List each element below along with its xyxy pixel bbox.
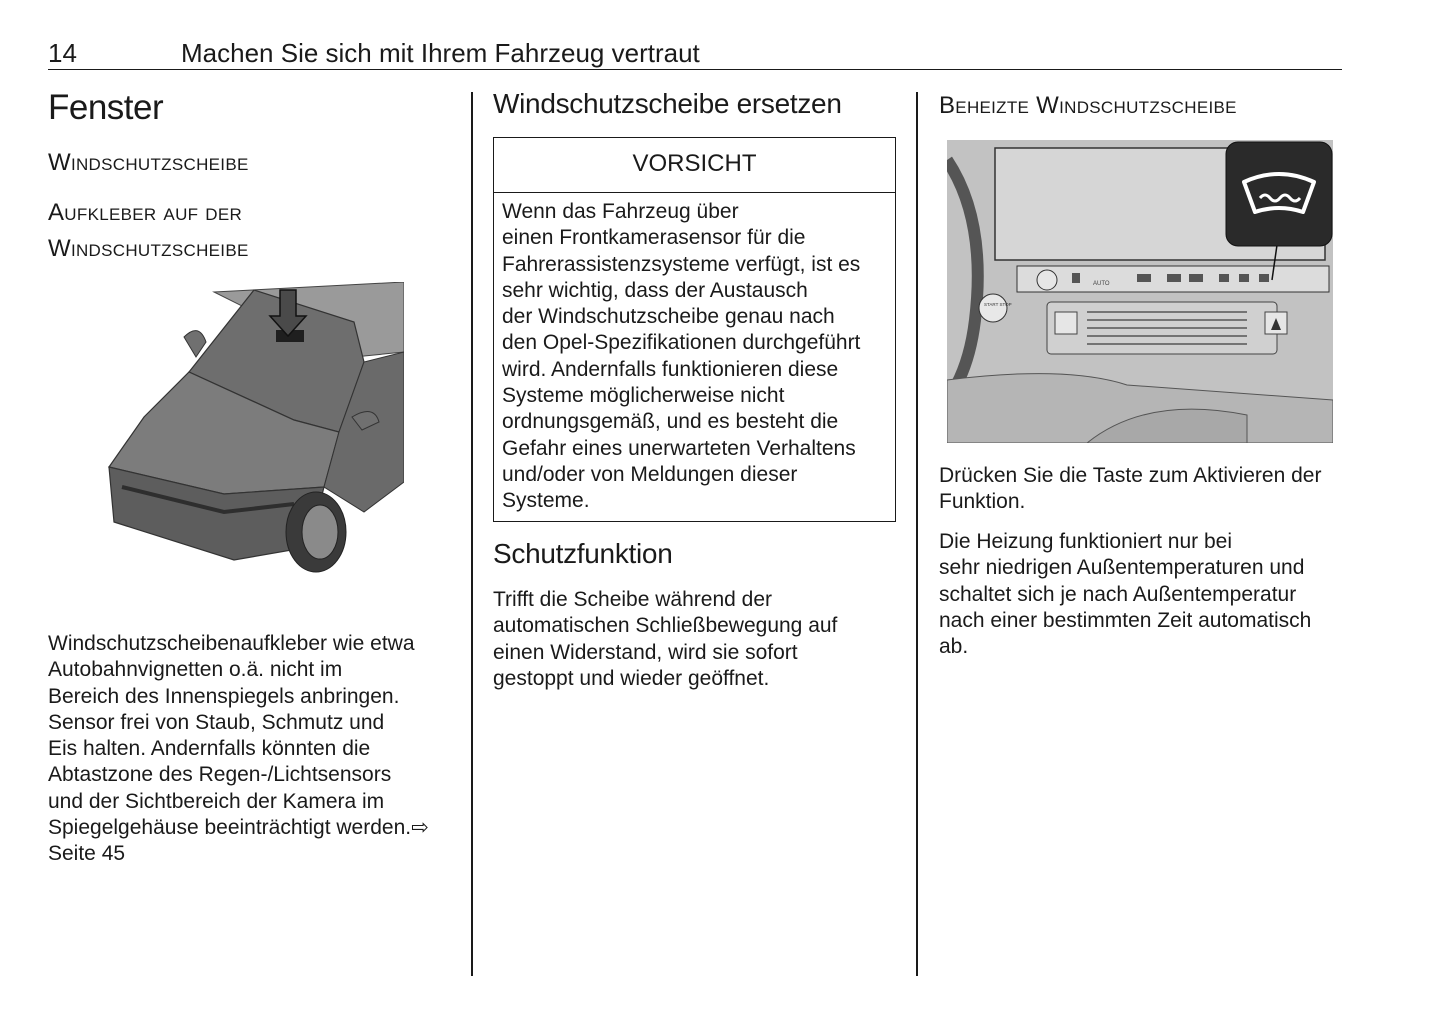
start-stop-label: START STOP — [984, 302, 1012, 307]
heading-beheizte-windschutzscheibe: Beheizte Windschutzscheibe — [939, 92, 1237, 119]
caution-box: VORSICHT Wenn das Fahrzeug über einen Fr… — [493, 137, 896, 522]
paragraph-heizung: Die Heizung funktioniert nur bei sehr ni… — [939, 530, 1312, 659]
caution-text: Wenn das Fahrzeug über einen Frontkamera… — [502, 200, 861, 513]
caution-label: VORSICHT — [494, 138, 895, 193]
heading-aufkleber-line1: Aufkleber auf der — [48, 199, 243, 226]
heading-aufkleber-line2: Windschutzscheibe — [48, 235, 249, 262]
paragraph-schutzfunktion: Trifft die Scheibe während der automatis… — [493, 588, 838, 690]
page-number: 14 — [48, 38, 77, 68]
heated-windshield-icon — [1242, 172, 1316, 214]
paragraph-aktivieren: Drücken Sie die Taste zum Aktivieren der… — [939, 464, 1322, 514]
heading-windschutzscheibe-ersetzen: Windschutzscheibe ersetzen — [493, 88, 842, 119]
page-header: 14 Machen Sie sich mit Ihrem Fahrzeug ve… — [48, 38, 1342, 70]
auto-label: AUTO — [1093, 281, 1110, 287]
paragraph-aufkleber: Windschutzscheibenaufkleber wie etwa Aut… — [48, 632, 429, 866]
column-divider — [916, 92, 918, 976]
column-divider — [471, 92, 473, 976]
chapter-title: Machen Sie sich mit Ihrem Fahrzeug vertr… — [181, 38, 700, 68]
car-windshield-illustration — [104, 282, 404, 582]
heading-schutzfunktion: Schutzfunktion — [493, 538, 673, 569]
dashboard-illustration: AUTO START STOP — [947, 140, 1333, 443]
heading-fenster: Fenster — [48, 88, 164, 127]
heading-windschutzscheibe: Windschutzscheibe — [48, 149, 249, 176]
